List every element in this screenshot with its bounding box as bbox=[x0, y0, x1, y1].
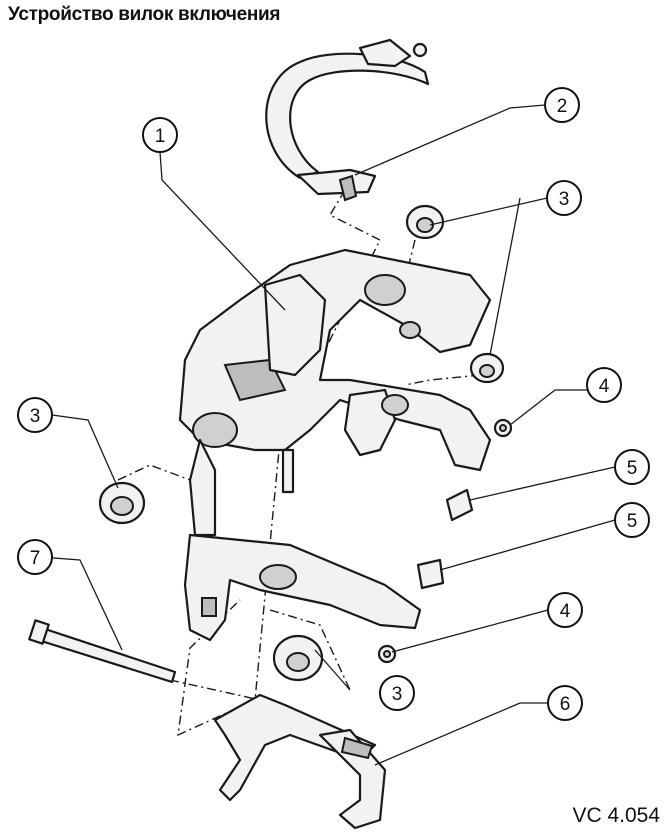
svg-text:3: 3 bbox=[392, 684, 403, 705]
callout-5-upper: 5 bbox=[614, 449, 650, 485]
svg-text:6: 6 bbox=[560, 694, 571, 715]
leader-lines bbox=[39, 104, 616, 766]
part-bushings bbox=[98, 204, 505, 682]
callout-6: 6 bbox=[547, 685, 583, 721]
callout-2: 2 bbox=[544, 87, 580, 123]
part-nuts bbox=[377, 418, 513, 664]
callout-7: 7 bbox=[17, 539, 53, 575]
svg-text:4: 4 bbox=[599, 376, 610, 397]
diagram-title: Устройство вилок включения bbox=[8, 4, 281, 25]
part-curved-fork bbox=[265, 38, 430, 202]
svg-text:4: 4 bbox=[560, 601, 571, 622]
svg-text:5: 5 bbox=[627, 511, 638, 532]
callout-1: 1 bbox=[142, 117, 178, 153]
part-shaft bbox=[28, 619, 177, 684]
svg-text:7: 7 bbox=[30, 548, 41, 569]
svg-text:3: 3 bbox=[30, 406, 41, 427]
callout-3-top: 3 bbox=[546, 180, 582, 216]
callout-3-bottom: 3 bbox=[379, 675, 415, 711]
svg-text:3: 3 bbox=[559, 189, 570, 210]
callout-4-lower: 4 bbox=[547, 592, 583, 628]
part-lower-fork bbox=[183, 438, 422, 642]
callout-5-lower: 5 bbox=[614, 502, 650, 538]
svg-text:2: 2 bbox=[557, 96, 568, 117]
part-fork-housing bbox=[178, 248, 492, 494]
figure-code: VC 4.054 bbox=[572, 804, 660, 827]
svg-text:1: 1 bbox=[155, 126, 166, 147]
svg-text:5: 5 bbox=[627, 458, 638, 479]
part-pins bbox=[416, 488, 474, 590]
callout-4-upper: 4 bbox=[586, 367, 622, 403]
part-shift-fork bbox=[213, 693, 387, 830]
callout-3-left: 3 bbox=[17, 397, 53, 433]
